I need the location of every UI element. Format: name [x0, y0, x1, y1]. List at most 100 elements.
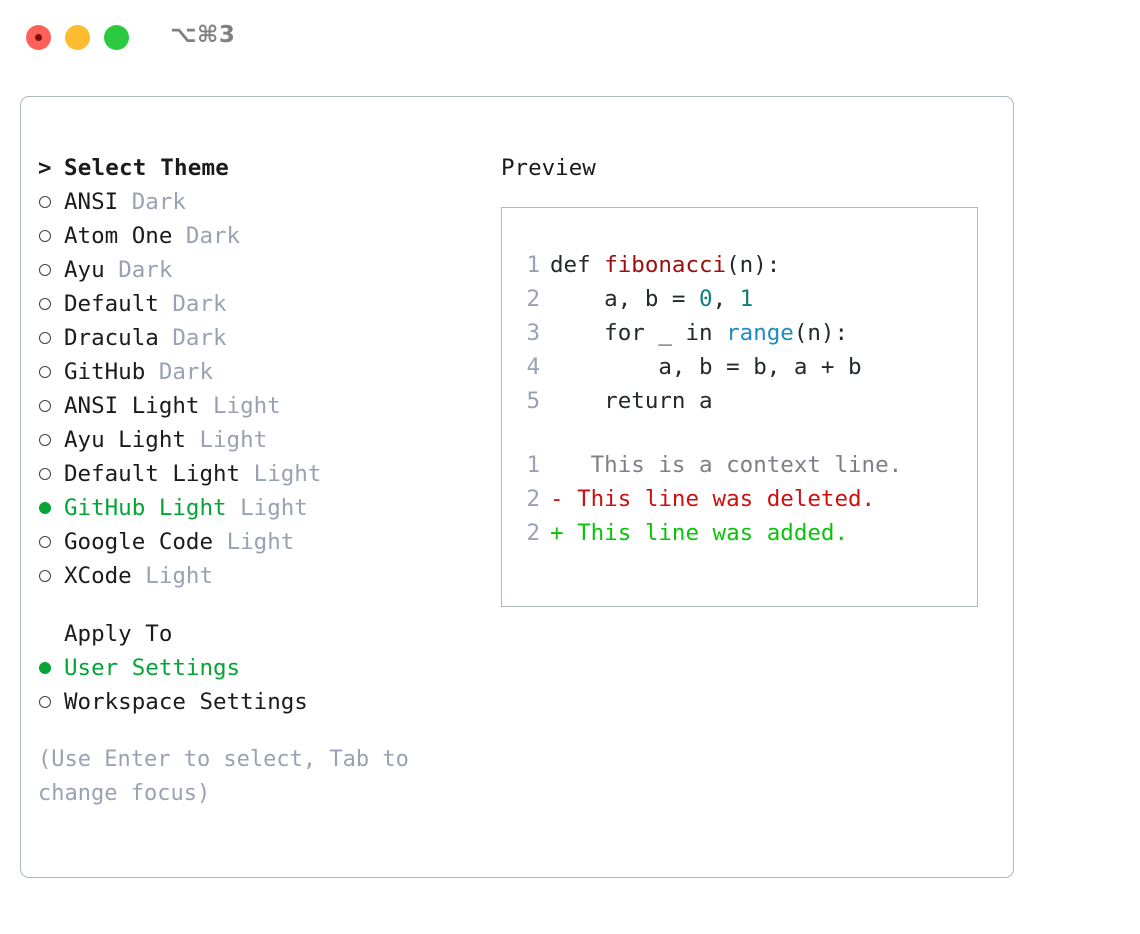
theme-option-label: Default [64, 291, 159, 317]
code-line-content: for _ in range(n): [550, 316, 848, 350]
window-titlebar: ⌥⌘3 [0, 0, 1140, 78]
theme-option-variant-tag: Dark [118, 257, 173, 283]
theme-option-variant-tag: Dark [158, 359, 214, 385]
theme-option-google-code[interactable]: Google Code Light [38, 525, 488, 559]
theme-option-label: ANSI [64, 189, 119, 215]
code-token-num: 1 [739, 286, 754, 312]
diff-line-content: This is a context line. [563, 452, 903, 478]
label-tag-gap [213, 525, 227, 559]
apply-to-option-workspace-settings[interactable]: Workspace Settings [38, 685, 488, 719]
diff-line-number: 1 [526, 452, 540, 478]
code-line-number: 2 [526, 286, 540, 312]
apply-to-option-label: User Settings [64, 655, 241, 681]
diff-marker: + [550, 520, 564, 546]
code-line-number: 4 [526, 354, 540, 380]
diff-line-number: 2 [526, 486, 540, 512]
select-theme-heading-label: Select Theme [64, 155, 229, 181]
label-tag-gap [159, 321, 173, 355]
maximize-window-icon[interactable] [104, 25, 129, 50]
theme-option-github-light[interactable]: GitHub Light Light [38, 491, 488, 525]
theme-option-variant-tag: Light [145, 563, 214, 589]
diff-line-add: 2 + This line was added. [514, 516, 969, 550]
theme-option-variant-tag: Dark [131, 189, 186, 215]
code-line-content: a, b = b, a + b [550, 350, 862, 384]
apply-to-heading-label: Apply To [64, 621, 173, 647]
theme-option-label: XCode [64, 563, 132, 589]
code-line: 5 return a [514, 384, 969, 418]
theme-option-variant-tag: Dark [185, 223, 241, 249]
diff-marker: - [550, 486, 564, 512]
apply-to-heading: Apply To [38, 617, 488, 651]
theme-option-xcode[interactable]: XCode Light [38, 559, 488, 593]
diff-sample-block: 1 This is a context line. 2- This line wa… [514, 448, 969, 550]
code-token-plain: , [712, 286, 740, 312]
diff-line-content: This line was added. [563, 520, 849, 546]
theme-option-label: Atom One [64, 223, 173, 249]
traffic-light-group [26, 25, 129, 50]
label-tag-gap [159, 287, 173, 321]
code-line: 3 for _ in range(n): [514, 316, 969, 350]
code-token-plain: return a [550, 388, 713, 414]
theme-option-variant-tag: Dark [172, 291, 227, 317]
code-token-num: 0 [699, 286, 713, 312]
code-line-number: 3 [526, 320, 540, 346]
theme-option-label: Dracula [64, 325, 159, 351]
theme-option-variant-tag: Dark [172, 325, 227, 351]
select-theme-heading: > Select Theme [38, 151, 488, 185]
keyboard-hint-text: (Use Enter to select, Tab to change focu… [38, 747, 423, 806]
code-token-fn: fibonacci [604, 252, 727, 278]
theme-option-ayu[interactable]: Ayu Dark [38, 253, 488, 287]
code-line: 2 a, b = 0, 1 [514, 282, 969, 316]
code-line: 4 a, b = b, a + b [514, 350, 969, 384]
diff-line-number: 2 [526, 520, 540, 546]
apply-to-option-user-settings[interactable]: User Settings [38, 651, 488, 685]
label-tag-gap [199, 389, 213, 423]
code-token-plain: (n): [793, 320, 849, 346]
label-tag-gap [118, 185, 132, 219]
theme-option-variant-tag: Light [240, 495, 308, 521]
code-line-number: 1 [526, 252, 540, 278]
code-token-plain: def [550, 252, 605, 278]
theme-option-variant-tag: Light [199, 427, 268, 453]
theme-option-default[interactable]: Default Dark [38, 287, 488, 321]
close-window-icon[interactable] [26, 25, 51, 50]
theme-option-ansi[interactable]: ANSI Dark [38, 185, 488, 219]
theme-option-ansi-light[interactable]: ANSI Light Light [38, 389, 488, 423]
label-tag-gap [145, 355, 159, 389]
code-token-plain: (n): [726, 252, 781, 278]
apply-to-option-label: Workspace Settings [64, 689, 308, 715]
window-shortcut-label: ⌥⌘3 [170, 22, 236, 48]
theme-option-github[interactable]: GitHub Dark [38, 355, 488, 389]
theme-option-dracula[interactable]: Dracula Dark [38, 321, 488, 355]
code-token-plain: a, b = b, a + b [550, 354, 862, 380]
theme-option-variant-tag: Light [213, 393, 281, 419]
theme-option-default-light[interactable]: Default Light Light [38, 457, 488, 491]
label-tag-gap [240, 457, 254, 491]
minimize-window-icon[interactable] [65, 25, 90, 50]
theme-option-label: Ayu [64, 257, 105, 283]
theme-option-ayu-light[interactable]: Ayu Light Light [38, 423, 488, 457]
diff-line-ctx: 1 This is a context line. [514, 448, 969, 482]
theme-option-label: ANSI Light [64, 393, 200, 419]
label-tag-gap [132, 559, 146, 593]
label-tag-gap [172, 219, 186, 253]
theme-option-atom-one[interactable]: Atom One Dark [38, 219, 488, 253]
theme-option-label: Google Code [64, 529, 214, 555]
code-line-number: 5 [526, 388, 540, 414]
theme-option-variant-tag: Light [226, 529, 295, 555]
theme-option-label: Default Light [64, 461, 241, 487]
code-token-builtin: range [726, 320, 794, 346]
label-tag-gap [227, 491, 241, 525]
diff-line-content: This line was deleted. [563, 486, 876, 512]
preview-title: Preview [501, 155, 596, 181]
theme-option-label: Ayu Light [64, 427, 186, 453]
code-line-content: a, b = 0, 1 [550, 282, 753, 316]
focus-caret-icon: > [38, 155, 52, 181]
code-line: 1 def fibonacci(n): [514, 248, 969, 282]
theme-option-variant-tag: Light [253, 461, 322, 487]
